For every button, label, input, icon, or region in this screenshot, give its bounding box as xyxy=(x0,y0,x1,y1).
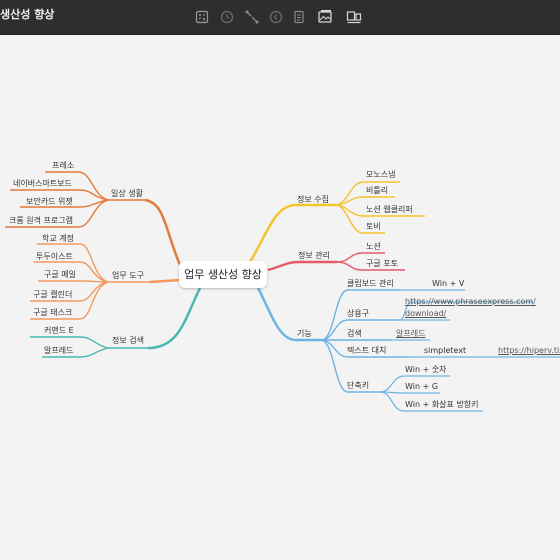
node-search-item-1[interactable]: 커맨드 E xyxy=(44,326,74,335)
node-work-item-1[interactable]: 학교 계정 xyxy=(42,234,74,243)
node-commercial-phrases[interactable]: 상용구 xyxy=(347,309,370,318)
window-title: 생산성 향상 xyxy=(0,8,55,21)
connect-icon[interactable] xyxy=(243,8,261,26)
document-icon[interactable] xyxy=(290,8,308,26)
node-clipboard-shortcut[interactable]: Win + V xyxy=(432,279,465,288)
node-collect-item-1[interactable]: 모노스냅 xyxy=(366,170,396,179)
node-daily-item-3[interactable]: 보안카드 위젯 xyxy=(26,197,73,206)
node-shortcut-3[interactable]: Win + 화살표 방향키 xyxy=(405,400,479,409)
node-collect-item-2[interactable]: 비틀리 xyxy=(366,186,389,195)
node-shortcut-2[interactable]: Win + G xyxy=(405,382,439,391)
image-icon[interactable] xyxy=(316,8,334,26)
back-icon[interactable] xyxy=(267,8,285,26)
link-phraseexpress-1[interactable]: https://www.phraseexpress.com/ xyxy=(405,297,536,306)
node-work-tools[interactable]: 업무 도구 xyxy=(112,271,144,280)
node-clipboard[interactable]: 클립보드 관리 xyxy=(347,279,394,288)
layout-icon[interactable] xyxy=(345,8,363,26)
node-manage-item-1[interactable]: 노션 xyxy=(366,242,381,251)
node-daily-item-2[interactable]: 네이버스마트보드 xyxy=(13,179,72,188)
node-simpletext[interactable]: simpletext xyxy=(424,346,467,355)
root-node[interactable]: 업무 생산성 향상 xyxy=(179,261,267,288)
title-bar: 생산성 향상 xyxy=(0,0,560,35)
node-work-item-5[interactable]: 구글 태스크 xyxy=(33,308,73,317)
clock-icon[interactable] xyxy=(218,8,236,26)
node-work-item-3[interactable]: 구글 메일 xyxy=(44,270,76,279)
node-search-alfred[interactable]: 알프레드 xyxy=(396,329,426,338)
node-work-item-4[interactable]: 구글 캘린더 xyxy=(33,290,73,299)
node-manage-item-2[interactable]: 구글 포토 xyxy=(366,259,398,268)
node-daily-life[interactable]: 일상 생활 xyxy=(111,189,143,198)
node-work-item-2[interactable]: 투두이스트 xyxy=(36,252,73,261)
node-shortcuts[interactable]: 단축키 xyxy=(347,381,370,390)
node-features[interactable]: 기능 xyxy=(297,329,312,338)
link-hiperv[interactable]: https://hiperv.tis xyxy=(498,346,560,355)
node-info-collect[interactable]: 정보 수집 xyxy=(297,195,329,204)
node-collect-item-3[interactable]: 노션 웹클리퍼 xyxy=(366,205,413,214)
node-shortcut-1[interactable]: Win + 숫자 xyxy=(405,365,447,374)
node-daily-item-4[interactable]: 크롬 원격 프로그램 xyxy=(9,216,73,225)
calculator-icon[interactable] xyxy=(193,8,211,26)
node-search-feature[interactable]: 검색 xyxy=(347,329,362,338)
node-text-replace[interactable]: 텍스트 대치 xyxy=(347,346,387,355)
node-search-item-2[interactable]: 알프레드 xyxy=(44,346,74,355)
node-collect-item-4[interactable]: 토비 xyxy=(366,222,381,231)
node-info-search[interactable]: 정보 검색 xyxy=(112,336,144,345)
node-info-manage[interactable]: 정보 관리 xyxy=(298,251,330,260)
node-daily-item-1[interactable]: 프레소 xyxy=(52,161,75,170)
link-phraseexpress-2[interactable]: download/ xyxy=(405,309,447,318)
